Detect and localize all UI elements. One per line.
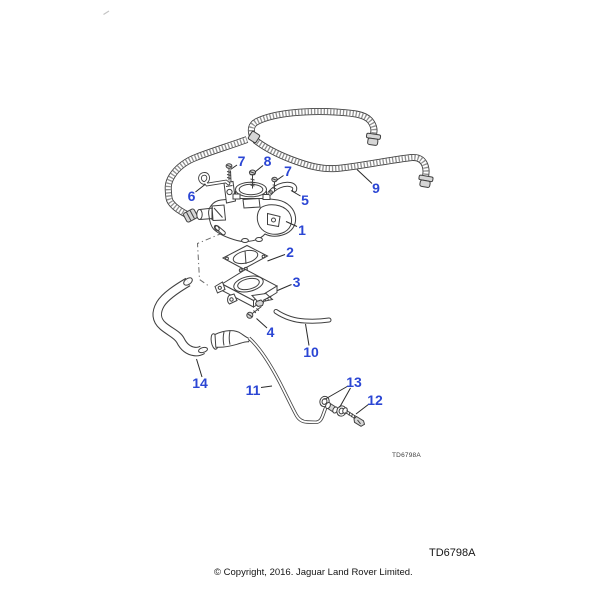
hose-end-cuff <box>183 208 198 223</box>
leader-lines <box>195 164 373 415</box>
leader-line-6 <box>195 184 206 193</box>
part-14-hose <box>157 276 208 353</box>
leader-line-4 <box>256 318 268 329</box>
part-4-screw <box>246 306 262 319</box>
callout-8: 8 <box>263 153 272 169</box>
hose-junction-clip <box>247 130 261 144</box>
callout-7: 7 <box>237 152 246 169</box>
part-7-screw <box>271 176 278 192</box>
leader-line-2 <box>267 254 286 262</box>
leader-line-7 <box>276 175 284 181</box>
callout-6: 6 <box>187 188 196 204</box>
part-3-spacer <box>214 268 279 308</box>
callout-5: 5 <box>301 192 309 208</box>
part-8-screw <box>248 169 257 189</box>
callout-3: 3 <box>292 274 301 290</box>
part-1-throttle-body <box>196 170 297 243</box>
stray-mark <box>103 10 110 16</box>
leader-line-13 <box>339 387 351 408</box>
diagram-code-footer: TD6798A <box>429 547 476 559</box>
part-6-bracket <box>198 172 231 187</box>
leader-line-14 <box>196 358 203 378</box>
callout-13: 13 <box>346 373 362 390</box>
callout-11: 11 <box>245 381 261 398</box>
part-12-bolt <box>342 407 366 427</box>
leader-line-8 <box>254 165 264 173</box>
part-11-pipe <box>210 330 329 424</box>
callout-7: 7 <box>284 163 292 179</box>
leader-line-1 <box>285 221 298 227</box>
part-7-screw <box>225 163 233 181</box>
callout-12: 12 <box>367 391 383 408</box>
part-9-corrugated-hoses <box>168 112 434 223</box>
leader-line-13 <box>324 385 349 400</box>
hose-end-fitting <box>365 132 382 146</box>
leader-line-5 <box>290 190 301 197</box>
callout-14: 14 <box>192 374 208 391</box>
copyright-text: © Copyright, 2016. Jaguar Land Rover Lim… <box>214 567 413 578</box>
callout-10: 10 <box>303 344 319 360</box>
hose-end-fitting <box>418 174 434 188</box>
leader-line-3 <box>277 284 292 291</box>
leader-line-12 <box>355 403 370 415</box>
leader-line-9 <box>356 169 373 184</box>
leader-line-7 <box>230 164 238 170</box>
callout-9: 9 <box>372 180 380 196</box>
alignment-dash-line <box>196 232 223 287</box>
callout-1: 1 <box>298 221 306 238</box>
callout-2: 2 <box>286 244 294 260</box>
diagram-code-inline: TD6798A <box>392 452 421 459</box>
part-2-gasket <box>221 244 269 275</box>
leader-line-10 <box>305 323 310 346</box>
callout-4: 4 <box>266 324 275 340</box>
leader-line-11 <box>260 385 273 388</box>
